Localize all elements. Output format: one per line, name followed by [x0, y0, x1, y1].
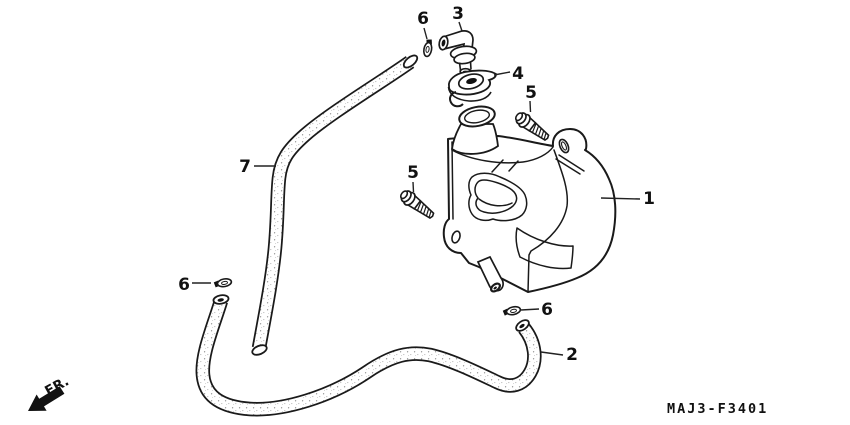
leader-lines [192, 21, 641, 356]
callout-5-left[interactable]: 5 [407, 163, 419, 183]
drain-tube [476, 255, 504, 293]
fr-arrow-icon [28, 386, 65, 411]
hose-2 [195, 294, 542, 417]
callout-6-left[interactable]: 6 [178, 275, 190, 295]
callout-3[interactable]: 3 [452, 4, 464, 24]
callout-6-right[interactable]: 6 [541, 300, 553, 320]
leader-1 [600, 197, 641, 200]
joint-3 [438, 30, 478, 76]
leader-3 [458, 21, 463, 32]
cap-4 [447, 69, 497, 108]
clamp-6-top [421, 37, 435, 58]
leader-6-right [520, 308, 540, 311]
tank-1 [442, 105, 617, 293]
callout-6-top[interactable]: 6 [417, 9, 429, 29]
callout-2[interactable]: 2 [566, 345, 578, 365]
leader-5-top [529, 100, 532, 113]
part-code: MAJ3-F3401 [667, 401, 768, 417]
clamp-6-right [501, 304, 522, 318]
front-direction-marker: FR. [28, 373, 72, 411]
leader-6-top [423, 27, 428, 40]
bolt-5-left [396, 186, 438, 223]
callout-1[interactable]: 1 [643, 189, 655, 209]
leader-5-left [412, 181, 415, 193]
callout-5-top[interactable]: 5 [525, 83, 537, 103]
filler-neck [451, 105, 499, 155]
hose-7 [251, 54, 419, 356]
callout-7[interactable]: 7 [239, 157, 251, 177]
callout-4[interactable]: 4 [512, 64, 524, 84]
clamp-6-left [212, 276, 233, 290]
leader-2 [540, 351, 564, 356]
leader-4 [493, 71, 511, 76]
